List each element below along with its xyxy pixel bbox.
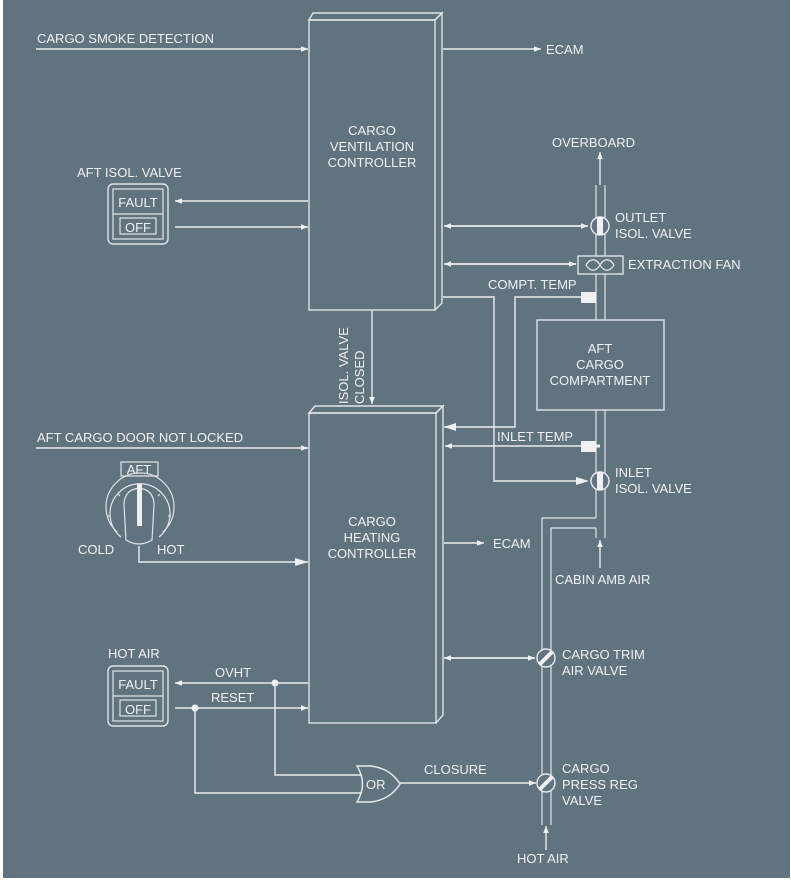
overboard-label: OVERBOARD bbox=[552, 135, 635, 150]
aft-isol-valve-title: AFT ISOL. VALVE bbox=[77, 165, 182, 180]
or-gate-label: OR bbox=[366, 777, 386, 792]
aft-knob-label-box bbox=[120, 461, 159, 477]
hot-label: HOT bbox=[157, 542, 185, 557]
temp-selector-arrowhead bbox=[295, 558, 308, 566]
aft-cargo-compartment-label-2: CARGO bbox=[576, 357, 624, 372]
inlet-isol-valve-control-line bbox=[443, 296, 587, 482]
outlet-isol-valve-label-2: ISOL. VALVE bbox=[615, 226, 692, 241]
reset-to-or-line bbox=[194, 708, 361, 794]
outlet-isol-valve-icon bbox=[590, 216, 610, 236]
cargo-press-reg-valve-icon bbox=[536, 773, 556, 793]
aft-cargo-compartment-box bbox=[536, 319, 665, 411]
aft-cargo-door-not-locked-label: AFT CARGO DOOR NOT LOCKED bbox=[37, 430, 243, 445]
diagram-canvas: CARGO VENTILATION CONTROLLER CARGO HEATI… bbox=[3, 0, 790, 878]
hot-air-pushbutton[interactable]: FAULT OFF bbox=[107, 665, 169, 727]
aft-isol-valve-pushbutton[interactable]: FAULT OFF bbox=[107, 183, 169, 245]
cargo-heating-controller-box bbox=[307, 404, 445, 724]
extraction-fan-label: EXTRACTION FAN bbox=[628, 257, 741, 272]
or-gate: OR bbox=[355, 765, 401, 803]
ventilation-controller-label-2: VENTILATION bbox=[330, 139, 414, 154]
aft-cargo-compartment-label-1: AFT bbox=[588, 341, 613, 356]
inlet-temp-sensor-icon bbox=[581, 441, 596, 452]
cargo-press-reg-valve-label-2: PRESS REG bbox=[562, 777, 638, 792]
heating-controller-label-1: CARGO bbox=[348, 514, 396, 529]
aft-temp-selector-knob[interactable] bbox=[105, 472, 175, 545]
temp-selector-signal-line bbox=[138, 546, 308, 563]
outlet-duct bbox=[595, 185, 606, 320]
ecam-top-label: ECAM bbox=[546, 42, 584, 57]
hot-air-supply-label: HOT AIR bbox=[517, 851, 569, 866]
inlet-isol-valve-icon bbox=[590, 471, 610, 491]
aft-cargo-compartment-label-3: COMPARTMENT bbox=[550, 373, 651, 388]
ventilation-controller-label-1: CARGO bbox=[348, 123, 396, 138]
heating-controller-label-3: CONTROLLER bbox=[328, 546, 417, 561]
hot-air-off-legend: OFF bbox=[125, 702, 151, 717]
cold-label: COLD bbox=[78, 542, 114, 557]
cargo-trim-air-valve-label-2: AIR VALVE bbox=[562, 663, 628, 678]
hot-air-fault-legend: FAULT bbox=[118, 677, 158, 692]
outlet-isol-valve-label-1: OUTLET bbox=[615, 210, 666, 225]
ovht-to-or-line bbox=[274, 683, 362, 776]
compt-temp-sensor-icon bbox=[581, 292, 596, 303]
cargo-press-reg-valve-label-1: CARGO bbox=[562, 761, 610, 776]
inlet-isol-valve-label-2: ISOL. VALVE bbox=[615, 481, 692, 496]
cargo-press-reg-valve-label-3: VALVE bbox=[562, 793, 602, 808]
isol-valve-closed-label-1: ISOL. VALVE bbox=[336, 327, 351, 404]
aft-isol-valve-fault-legend: FAULT bbox=[118, 195, 158, 210]
reset-label: RESET bbox=[211, 690, 254, 705]
compt-temp-arrowhead bbox=[444, 423, 456, 431]
inlet-isol-valve-arrowhead bbox=[576, 477, 589, 485]
compt-temp-label: COMPT. TEMP bbox=[488, 277, 577, 292]
heating-controller-label-2: HEATING bbox=[344, 530, 401, 545]
hot-air-pb-title: HOT AIR bbox=[108, 646, 160, 661]
cargo-ventilation-heating-schematic: CARGO VENTILATION CONTROLLER CARGO HEATI… bbox=[36, 11, 741, 866]
cargo-trim-air-valve-label-1: CARGO TRIM bbox=[562, 647, 645, 662]
inlet-temp-label: INLET TEMP bbox=[497, 429, 573, 444]
ventilation-controller-label-3: CONTROLLER bbox=[328, 155, 417, 170]
cargo-trim-air-valve-icon bbox=[536, 648, 556, 668]
inlet-isol-valve-label-1: INLET bbox=[615, 465, 652, 480]
closure-label: CLOSURE bbox=[424, 762, 487, 777]
extraction-fan-icon bbox=[577, 255, 624, 275]
hot-air-duct bbox=[541, 517, 596, 825]
ovht-label: OVHT bbox=[215, 665, 251, 680]
compt-temp-signal-line bbox=[444, 296, 581, 428]
isol-valve-closed-label-2: CLOSED bbox=[352, 351, 367, 404]
cabin-amb-air-label: CABIN AMB AIR bbox=[555, 572, 650, 587]
aft-isol-valve-off-legend: OFF bbox=[125, 220, 151, 235]
ecam-mid-label: ECAM bbox=[493, 536, 531, 551]
cargo-smoke-detection-label: CARGO SMOKE DETECTION bbox=[37, 31, 214, 46]
